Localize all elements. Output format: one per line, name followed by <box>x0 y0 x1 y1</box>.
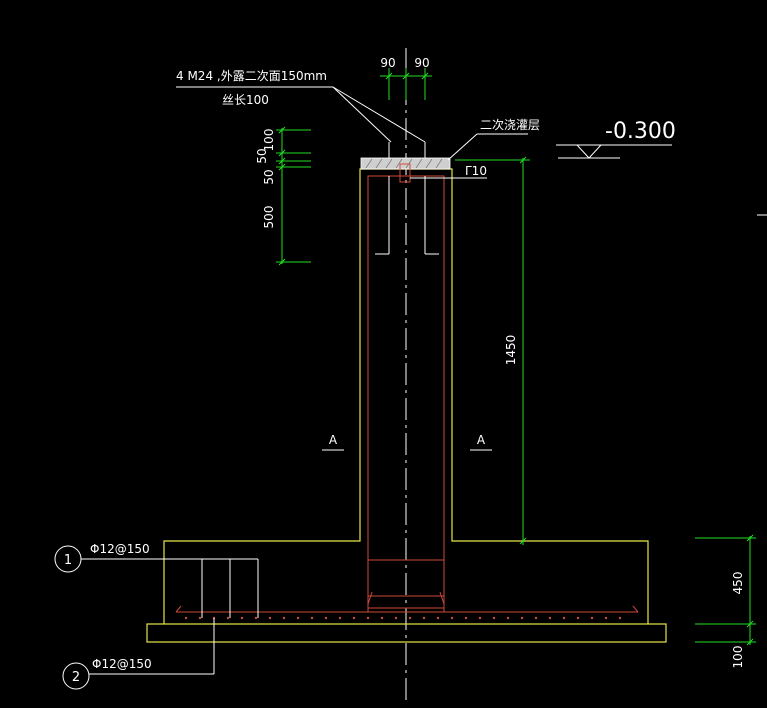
rebar-dot <box>492 616 496 620</box>
rebar-dot <box>422 616 426 620</box>
rebar-dot <box>562 616 566 620</box>
grout-layer-label: 二次浇灌层 <box>480 118 540 132</box>
rebar-dot <box>618 616 622 620</box>
rebar-dot <box>408 616 412 620</box>
rebar-dot <box>576 616 580 620</box>
rebar-dot <box>296 616 300 620</box>
cushion-slab <box>146 623 667 643</box>
rebar-dot <box>464 616 468 620</box>
dim-left-50a: 50 <box>255 148 269 163</box>
dim-left-100: 100 <box>262 129 276 152</box>
anchor-plate <box>399 163 411 183</box>
right-dimension-chain <box>695 534 756 646</box>
dim-pedestal-height: 1450 <box>504 335 518 366</box>
section-mark-left: A <box>329 433 338 447</box>
rebar-dot <box>338 616 342 620</box>
dim-bolt-right: 90 <box>414 56 429 70</box>
dim-left-500: 500 <box>262 206 276 229</box>
grout-hatch <box>365 158 443 169</box>
rebar-dot <box>450 616 454 620</box>
rebar-dot <box>282 616 286 620</box>
dim-left-50b: 50 <box>262 169 276 184</box>
rebar-dot <box>352 616 356 620</box>
pedestal-height-dimension <box>455 156 530 545</box>
rebar-callout-2-circle <box>62 662 90 690</box>
rebar-dot <box>240 616 244 620</box>
rebar-dot <box>436 616 440 620</box>
rebar-dot <box>520 616 524 620</box>
rebar-dot <box>198 616 202 620</box>
anchor-bolts <box>375 142 439 255</box>
rebar-dot <box>380 616 384 620</box>
rebar-callout-2-spec: Φ12@150 <box>92 657 152 671</box>
anchor-bolt-spec: 4 M24 ,外露二次面150mm <box>176 69 327 83</box>
rebar-dot <box>590 616 594 620</box>
rebar-dot <box>604 616 608 620</box>
rebar-dot <box>268 616 272 620</box>
rebar-callout-1-leader <box>81 558 259 618</box>
rebar-dot <box>394 616 398 620</box>
elevation-label: -0.300 <box>605 119 676 144</box>
rebar-dot <box>478 616 482 620</box>
rebar-dot <box>310 616 314 620</box>
anchor-bolt-thread: 丝长100 <box>222 93 269 107</box>
dim-bolt-left: 90 <box>380 56 395 70</box>
rebar-dot <box>254 616 258 620</box>
rebar-callout-1-spec: Φ12@150 <box>90 542 150 556</box>
plate-label: Γ10 <box>465 164 487 178</box>
rebar-dot <box>534 616 538 620</box>
rebar-dot <box>226 616 230 620</box>
rebar-dot <box>184 616 188 620</box>
dim-footing-height: 450 <box>731 572 745 595</box>
rebar-dot <box>324 616 328 620</box>
section-mark-right: A <box>477 433 486 447</box>
rebar-dot-row <box>184 616 622 620</box>
grout-leader <box>447 133 528 161</box>
rebar-callout-1-mark: 1 <box>64 553 72 568</box>
rebar-dot <box>506 616 510 620</box>
rebar-hook-right <box>632 605 639 613</box>
left-dimension-chain <box>276 126 311 266</box>
pedestal-rebar <box>367 175 445 612</box>
anchor-bolt-leader <box>176 86 426 143</box>
elevation-triangle-icon <box>556 144 672 159</box>
rebar-callout-2-mark: 2 <box>72 670 80 685</box>
rebar-dot <box>548 616 552 620</box>
rebar-dot <box>366 616 370 620</box>
rebar-hook-left <box>175 605 182 613</box>
rebar-callout-2-leader <box>89 618 215 675</box>
dim-cushion-height: 100 <box>731 646 745 669</box>
bolt-spacing-dimension <box>380 68 432 100</box>
